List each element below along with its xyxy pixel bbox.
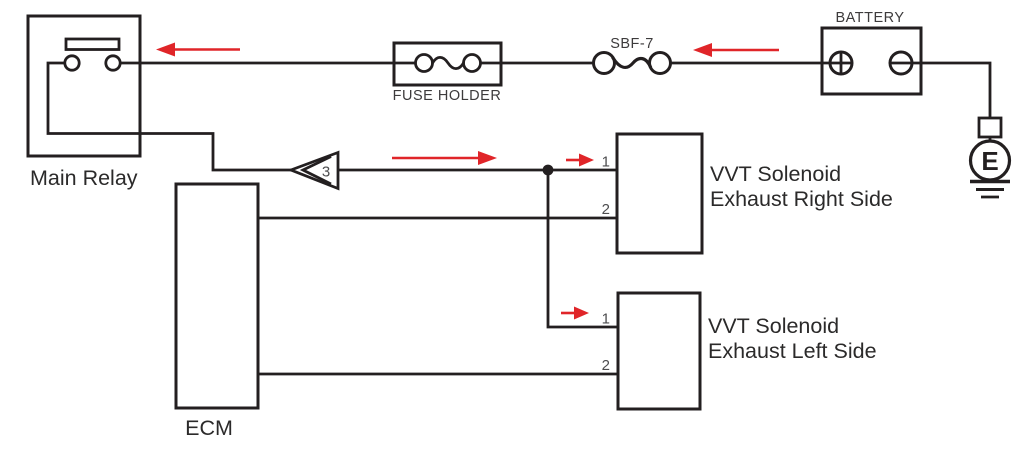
relay-contact-right-icon [104, 54, 122, 72]
sbf7-terminal-right-icon [648, 51, 672, 75]
battery-box [820, 26, 923, 96]
flow-arrow-to-junction-icon [392, 151, 497, 165]
flow-arrows [156, 42, 779, 320]
fuse-holder-terminal-left-icon [414, 53, 434, 73]
ground-symbol: E [968, 116, 1012, 199]
wire-junction-dot [542, 164, 554, 176]
vvt-left-pin2-label: 2 [602, 357, 610, 374]
connector-chevron-icon [299, 155, 332, 186]
fuse-sbf7: SBF-7 [592, 36, 672, 75]
main-relay-label: Main Relay [30, 166, 138, 190]
vvt-left-label-line2: Exhaust Left Side [708, 339, 877, 363]
sbf7-terminal-left-icon [592, 51, 616, 75]
connector-triangle-icon [287, 150, 340, 191]
main-relay: Main Relay [26, 14, 142, 190]
vvt-right-label-line1: VVT Solenoid [710, 162, 841, 186]
ground-connector-icon [977, 116, 1003, 139]
vvt-solenoid-right: 1 2 VVT Solenoid Exhaust Right Side [602, 132, 893, 255]
sbf7-fusible-link-icon [611, 56, 653, 69]
flow-arrow-vvt-right-icon [566, 153, 594, 167]
fuse-holder-label: FUSE HOLDER [393, 88, 502, 104]
fuse-holder-terminal-right-icon [462, 53, 482, 73]
battery-label: BATTERY [835, 10, 904, 26]
relay-contact-left-icon [63, 54, 81, 72]
wire-relay-switch-branch [46, 61, 291, 172]
battery-positive-cross-icon [830, 52, 852, 74]
wire-junction-to-vvt-left-pin1 [546, 170, 618, 329]
fuse-holder-box [392, 41, 503, 87]
vvt-right-pin1-label: 1 [602, 154, 610, 171]
sbf7-label: SBF-7 [610, 36, 654, 52]
vvt-solenoid-left: 1 2 VVT Solenoid Exhaust Left Side [602, 291, 877, 411]
ground-label: E [981, 146, 998, 176]
vvt-solenoid-left-box [616, 291, 702, 411]
wire-battery-to-ground [912, 61, 992, 118]
fuse-element-icon [431, 55, 465, 71]
ecm-box [174, 182, 260, 410]
fuse-holder: FUSE HOLDER [392, 41, 503, 104]
connector-3: 3 [287, 150, 340, 191]
connector-3-label: 3 [322, 164, 330, 181]
flow-arrow-to-relay-icon [156, 42, 240, 57]
vvt-left-pin1-label: 1 [602, 311, 610, 328]
vvt-right-label-line2: Exhaust Right Side [710, 187, 893, 211]
vvt-solenoid-right-box [615, 132, 704, 255]
relay-coil-icon [64, 37, 121, 51]
flow-arrow-vvt-left-icon [561, 306, 589, 320]
vvt-left-label-line1: VVT Solenoid [708, 314, 839, 338]
ecm: ECM [174, 182, 260, 440]
vvt-right-pin2-label: 2 [602, 201, 610, 218]
flow-arrow-from-battery-icon [693, 43, 779, 57]
battery: BATTERY [820, 10, 923, 96]
wires [46, 61, 992, 376]
main-relay-box [26, 14, 142, 158]
ecm-label: ECM [185, 416, 233, 440]
